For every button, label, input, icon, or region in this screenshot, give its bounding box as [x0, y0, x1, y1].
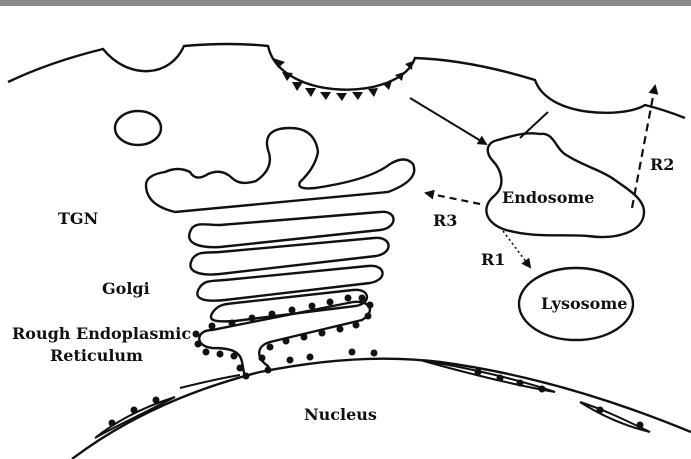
label-lysosome: Lysosome: [541, 294, 627, 313]
label-tgn: TGN: [58, 209, 98, 228]
golgi-cisterna-4: [211, 290, 367, 322]
arrow-r3: [426, 193, 480, 204]
golgi-cisterna-3: [197, 266, 382, 301]
label-nucleus: Nucleus: [304, 405, 377, 424]
label-endosome: Endosome: [502, 188, 594, 207]
tgn-cisterna: [146, 128, 414, 212]
arrow-r2: [632, 86, 655, 208]
golgi-cisterna-1: [189, 212, 393, 247]
arrow-pit-to-endosome: [410, 98, 486, 144]
label-r1: R1: [481, 250, 505, 269]
label-rer-line2: Reticulum: [50, 346, 143, 365]
golgi-apparatus: [146, 128, 414, 321]
label-r3: R3: [433, 211, 457, 230]
label-rer-line1: Rough Endoplasmic: [12, 324, 191, 343]
golgi-cisterna-2: [190, 238, 388, 275]
plasma-membrane: [8, 44, 685, 118]
top-border: [0, 0, 691, 6]
label-r2: R2: [650, 155, 674, 174]
endosome: [486, 133, 644, 237]
vesicle: [115, 111, 161, 145]
label-golgi: Golgi: [102, 279, 150, 298]
